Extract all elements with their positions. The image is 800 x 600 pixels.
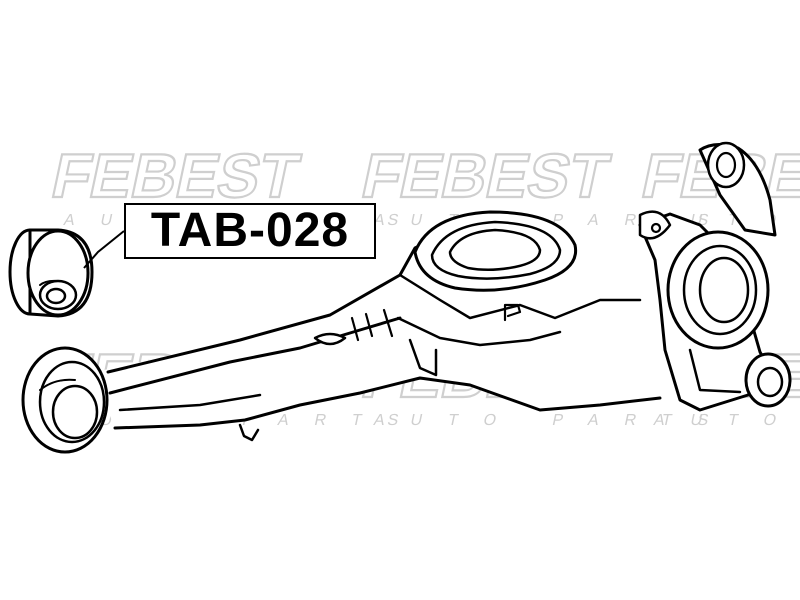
knuckle-lower-edge (688, 348, 742, 394)
arm-flange-line (118, 393, 262, 412)
leader-line (83, 230, 125, 269)
arm-inner-edge (108, 316, 402, 395)
spring-seat-inner (448, 228, 542, 271)
arm-lower-edge (113, 376, 662, 430)
arm-center-ridge (398, 273, 642, 320)
bushing-part-drawing (8, 228, 94, 318)
watermark-tagline: AUTO PARTS (372, 411, 736, 429)
knuckle-upper-bore (715, 151, 737, 179)
arm-flange-tab (238, 423, 260, 442)
watermark-brand: FEBEST (356, 142, 615, 211)
arm-marking (503, 303, 522, 322)
bushing-bore (45, 287, 67, 305)
front-bushing-bore (51, 384, 99, 440)
front-bushing-detail (39, 378, 76, 391)
rear-bushing-inner (756, 366, 784, 398)
bushing-detail-line (39, 279, 59, 286)
part-number-label: TAB-028 (124, 203, 376, 259)
watermark-brand: FEBEST (46, 142, 305, 211)
arm-hole (313, 332, 347, 346)
arm-stamping (350, 308, 394, 342)
arm-bracket (408, 338, 438, 377)
arm-center-lower (396, 316, 562, 347)
hub-bearing (698, 256, 750, 324)
trailing-arm-assembly (21, 141, 792, 454)
arm-fill (95, 214, 770, 438)
knuckle-bolt-hole (650, 222, 662, 234)
watermark-logo: FEBEST AUTO PARTS (355, 141, 736, 229)
watermark-tagline: AUTO PARTS (652, 411, 800, 429)
